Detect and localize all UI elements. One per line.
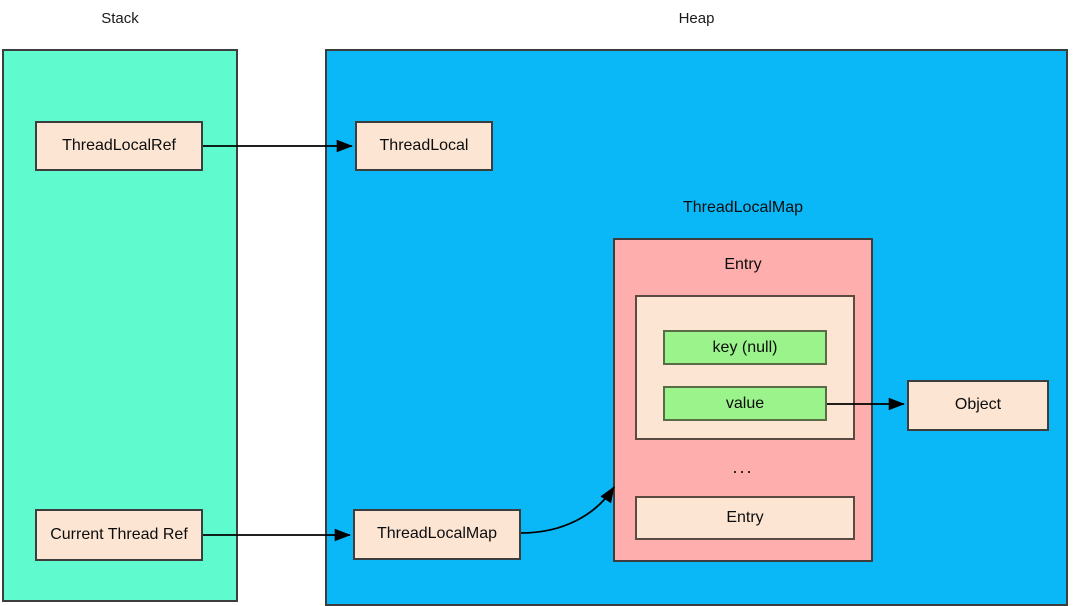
entry-title: Entry	[724, 256, 762, 273]
entry-second[interactable]: Entry	[635, 496, 855, 540]
node-object[interactable]: Object	[907, 380, 1049, 431]
node-current-thread-ref[interactable]: Current Thread Ref	[35, 509, 203, 561]
threadlocalmap-label: ThreadLocalMap	[682, 199, 804, 216]
entry-ellipsis: ...	[732, 457, 754, 477]
node-thread-local-map[interactable]: ThreadLocalMap	[353, 509, 521, 560]
entry-field-value[interactable]: value	[663, 386, 827, 421]
entry-field-key[interactable]: key (null)	[663, 330, 827, 365]
heap-region-title: Heap	[678, 10, 715, 27]
node-thread-local[interactable]: ThreadLocal	[355, 121, 493, 171]
stack-region-title: Stack	[101, 10, 139, 27]
node-thread-local-ref[interactable]: ThreadLocalRef	[35, 121, 203, 171]
